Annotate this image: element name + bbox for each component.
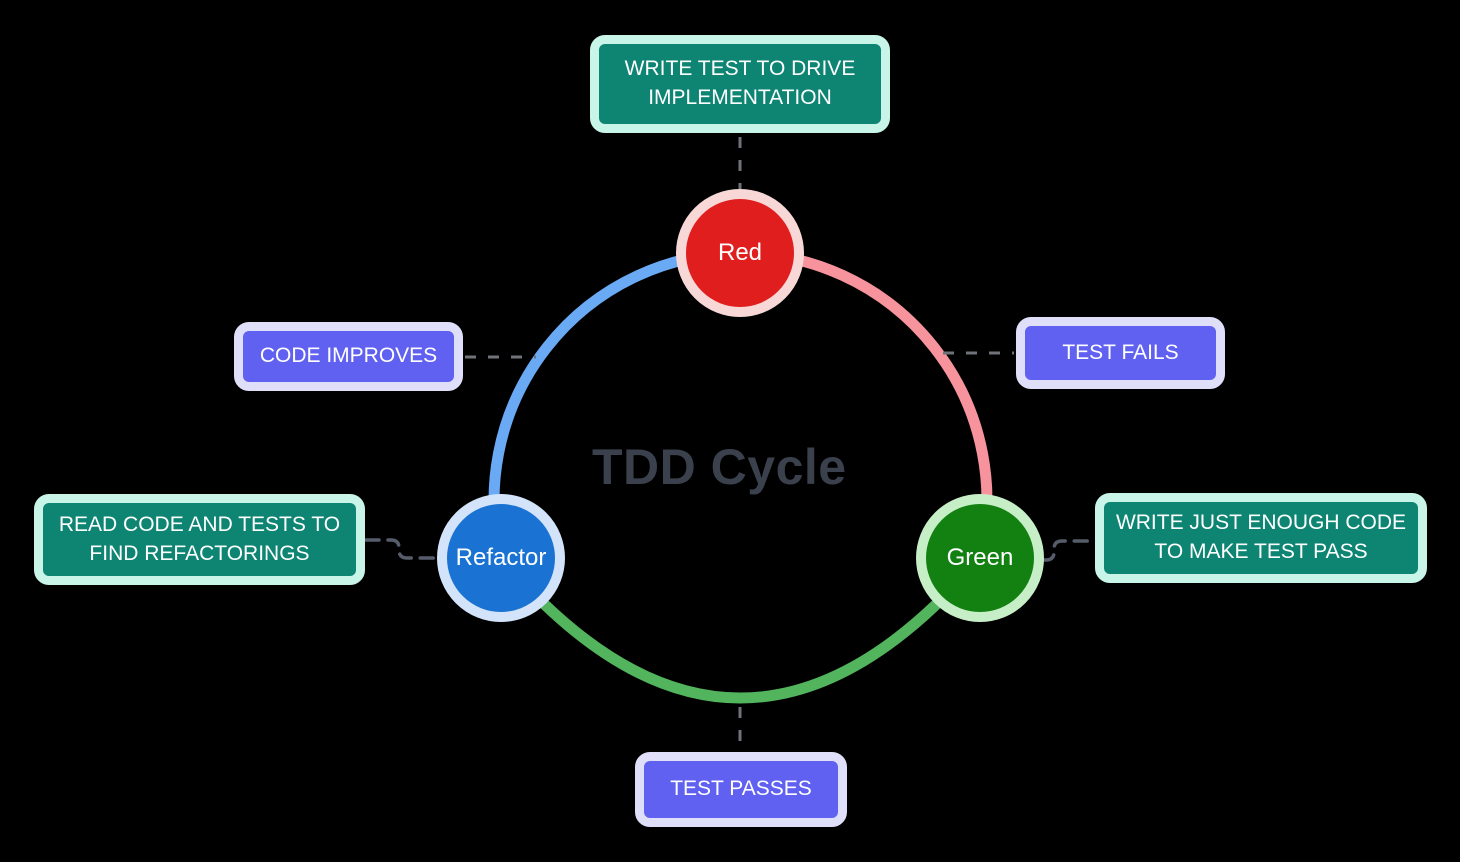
- node-red-label: Red: [717, 239, 763, 266]
- label-write-enough-text: WRITE JUST ENOUGH CODE TO MAKE TEST PASS: [1115, 511, 1407, 563]
- label-read-code: READ CODE AND TESTS TO FIND REFACTORINGS: [34, 494, 365, 585]
- label-code-improves-text: CODE IMPROVES: [259, 344, 438, 368]
- node-refactor-label: Refactor: [455, 544, 547, 571]
- label-read-code-text: READ CODE AND TESTS TO FIND REFACTORINGS: [58, 512, 341, 565]
- diagram-title: TDD Cycle: [592, 439, 847, 495]
- node-refactor: Refactor: [437, 494, 565, 622]
- node-red: Red: [676, 189, 804, 317]
- label-write-enough: WRITE JUST ENOUGH CODE TO MAKE TEST PASS: [1095, 493, 1427, 583]
- label-code-improves: CODE IMPROVES: [234, 322, 463, 391]
- connector-read-code-to-refactor: [364, 538, 438, 560]
- connector-green-to-write-enough: [1041, 539, 1096, 562]
- label-test-fails: TEST FAILS: [1016, 317, 1225, 389]
- arc-refactor-to-red: [488, 247, 746, 564]
- label-test-fails-text: TEST FAILS: [1062, 340, 1179, 364]
- node-green-label: Green: [946, 544, 1014, 571]
- label-write-test: WRITE TEST TO DRIVE IMPLEMENTATION: [590, 35, 890, 133]
- label-write-test-text: WRITE TEST TO DRIVE IMPLEMENTATION: [624, 57, 856, 109]
- arc-red-to-green: [734, 247, 993, 564]
- label-test-passes-text: TEST PASSES: [670, 777, 812, 801]
- node-green: Green: [916, 494, 1044, 622]
- label-test-passes: TEST PASSES: [635, 752, 847, 827]
- arc-green-to-refactor: [495, 552, 986, 704]
